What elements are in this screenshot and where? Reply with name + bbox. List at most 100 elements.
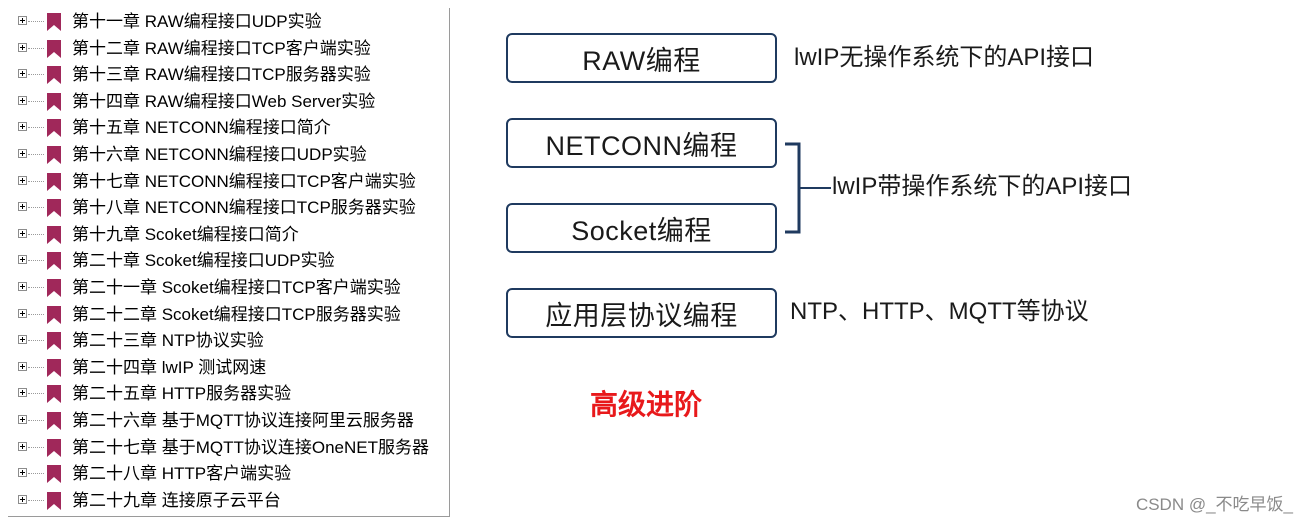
tree-connector-line — [28, 393, 44, 395]
tree-item-label: 第二十六章 基于MQTT协议连接阿里云服务器 — [72, 411, 414, 430]
tree-item-label: 第二十九章 连接原子云平台 — [72, 490, 281, 510]
expand-plus-icon[interactable] — [18, 335, 27, 345]
tree-item-label: 第十三章 RAW编程接口TCP服务器实验 — [72, 65, 371, 85]
tree-row[interactable]: 第十六章 NETCONN编程接口UDP实验 — [8, 142, 449, 168]
bookmark-icon — [47, 172, 61, 191]
tree-row[interactable]: 第二十七章 基于MQTT协议连接OneNET服务器 — [8, 435, 449, 461]
tree-connector-line — [28, 446, 44, 448]
tree-item-label: 第十一章 RAW编程接口UDP实验 — [72, 12, 322, 31]
tree-row[interactable]: 第二十三章 NTP协议实验 — [8, 328, 449, 354]
application-protocol-label: 应用层协议编程 — [545, 300, 738, 331]
bookmark-icon — [47, 92, 61, 111]
tree-row[interactable]: 第十九章 Scoket编程接口简介 — [8, 222, 449, 248]
socket-programming-label: Socket编程 — [571, 215, 712, 246]
tree-item-label: 第二十七章 基于MQTT协议连接OneNET服务器 — [72, 437, 430, 457]
expand-plus-icon[interactable] — [18, 388, 27, 398]
tree-item-label: 第十五章 NETCONN编程接口简介 — [72, 118, 331, 138]
tree-row[interactable]: 第二十章 Scoket编程接口UDP实验 — [8, 248, 449, 274]
tree-item-label: 第二十五章 HTTP服务器实验 — [72, 384, 292, 404]
tree-row[interactable]: 第十三章 RAW编程接口TCP服务器实验 — [8, 62, 449, 88]
tree-row[interactable]: 第二十九章 连接原子云平台 — [8, 488, 449, 514]
expand-plus-icon[interactable] — [18, 228, 27, 238]
tree-item-label: 第二十一章 Scoket编程接口TCP客户端实验 — [72, 278, 401, 297]
tree-connector-line — [28, 47, 44, 49]
tree-row[interactable]: 第二十八章 HTTP客户端实验 — [8, 461, 449, 487]
bookmark-tree-panel: 第十一章 RAW编程接口UDP实验第十二章 RAW编程接口TCP客户端实验第十三… — [8, 8, 450, 517]
application-protocol-description: NTP、HTTP、MQTT等协议 — [790, 298, 1089, 325]
expand-plus-icon[interactable] — [18, 282, 27, 291]
tree-row[interactable]: 第十四章 RAW编程接口Web Server实验 — [8, 89, 449, 115]
expand-plus-icon[interactable] — [18, 175, 27, 185]
bookmark-icon — [47, 385, 61, 404]
tree-item-label: 第二十章 Scoket编程接口UDP实验 — [72, 251, 335, 271]
tree-row[interactable]: 第十七章 NETCONN编程接口TCP客户端实验 — [8, 169, 449, 195]
expand-plus-icon[interactable] — [18, 361, 27, 371]
bookmark-icon — [47, 146, 61, 164]
tree-connector-line — [28, 366, 44, 368]
tree-connector-line — [28, 233, 44, 235]
tree-row[interactable]: 第二十四章 lwIP 测试网速 — [8, 355, 449, 381]
raw-api-description: lwIP无操作系统下的API接口 — [794, 44, 1095, 71]
bookmark-icon — [47, 199, 61, 218]
tree-connector-line — [28, 100, 44, 102]
tree-connector-line — [28, 287, 44, 288]
expand-plus-icon[interactable] — [18, 16, 27, 25]
tree-connector-line — [28, 420, 44, 421]
tree-connector-line — [28, 154, 44, 155]
bookmark-icon — [47, 465, 61, 484]
tree-item-label: 第十七章 NETCONN编程接口TCP客户端实验 — [72, 171, 416, 191]
bookmark-icon — [47, 491, 61, 510]
tree-connector-line — [28, 207, 44, 209]
bookmark-icon — [47, 305, 61, 324]
tree-connector-line — [28, 313, 44, 315]
expand-plus-icon[interactable] — [18, 42, 27, 52]
tree-item-label: 第十二章 RAW编程接口TCP客户端实验 — [72, 38, 371, 58]
bookmark-icon — [47, 412, 61, 430]
tree-row[interactable]: 第十八章 NETCONN编程接口TCP服务器实验 — [8, 195, 449, 221]
tree-row[interactable]: 第二十六章 基于MQTT协议连接阿里云服务器 — [8, 408, 449, 434]
expand-plus-icon[interactable] — [18, 202, 27, 212]
bookmark-icon — [47, 332, 61, 351]
tree-item-label: 第二十四章 lwIP 测试网速 — [72, 357, 267, 377]
bookmark-icon — [47, 252, 61, 271]
netconn-programming-label: NETCONN编程 — [545, 130, 738, 161]
bookmark-icon — [47, 279, 61, 297]
application-protocol-box: 应用层协议编程 — [506, 288, 777, 338]
tree-connector-line — [28, 180, 44, 182]
bookmark-icon — [47, 119, 61, 138]
expand-plus-icon[interactable] — [18, 441, 27, 451]
tree-item-label: 第二十八章 HTTP客户端实验 — [72, 464, 292, 484]
tree-item-label: 第十四章 RAW编程接口Web Server实验 — [72, 91, 376, 111]
tree-connector-line — [28, 127, 44, 129]
tree-row[interactable]: 第十一章 RAW编程接口UDP实验 — [8, 9, 449, 35]
tree-row[interactable]: 第二十五章 HTTP服务器实验 — [8, 381, 449, 407]
bookmark-icon — [47, 13, 61, 31]
raw-programming-label: RAW编程 — [582, 45, 701, 76]
tree-item-label: 第二十二章 Scoket编程接口TCP服务器实验 — [72, 304, 401, 324]
expand-plus-icon[interactable] — [18, 149, 27, 158]
expand-plus-icon[interactable] — [18, 308, 27, 318]
expand-plus-icon[interactable] — [18, 468, 27, 478]
bookmark-icon — [47, 438, 61, 457]
socket-programming-box: Socket编程 — [506, 203, 777, 253]
tree-connector-line — [28, 499, 44, 501]
raw-programming-box: RAW编程 — [506, 33, 777, 83]
tree-row[interactable]: 第二十一章 Scoket编程接口TCP客户端实验 — [8, 275, 449, 301]
expand-plus-icon[interactable] — [18, 95, 27, 105]
expand-plus-icon[interactable] — [18, 255, 27, 265]
tree-connector-line — [28, 21, 44, 22]
expand-plus-icon[interactable] — [18, 415, 27, 424]
expand-plus-icon[interactable] — [18, 494, 27, 504]
tree-item-label: 第十九章 Scoket编程接口简介 — [72, 224, 299, 244]
tree-item-label: 第十六章 NETCONN编程接口UDP实验 — [72, 145, 367, 164]
expand-plus-icon[interactable] — [18, 69, 27, 79]
tree-connector-line — [28, 260, 44, 262]
expand-plus-icon[interactable] — [18, 122, 27, 132]
tree-connector-line — [28, 74, 44, 76]
bookmark-icon — [47, 39, 61, 58]
tree-row[interactable]: 第二十二章 Scoket编程接口TCP服务器实验 — [8, 302, 449, 328]
netconn-programming-box: NETCONN编程 — [506, 118, 777, 168]
bookmark-icon — [47, 358, 61, 377]
tree-row[interactable]: 第十五章 NETCONN编程接口简介 — [8, 115, 449, 141]
tree-row[interactable]: 第十二章 RAW编程接口TCP客户端实验 — [8, 36, 449, 62]
